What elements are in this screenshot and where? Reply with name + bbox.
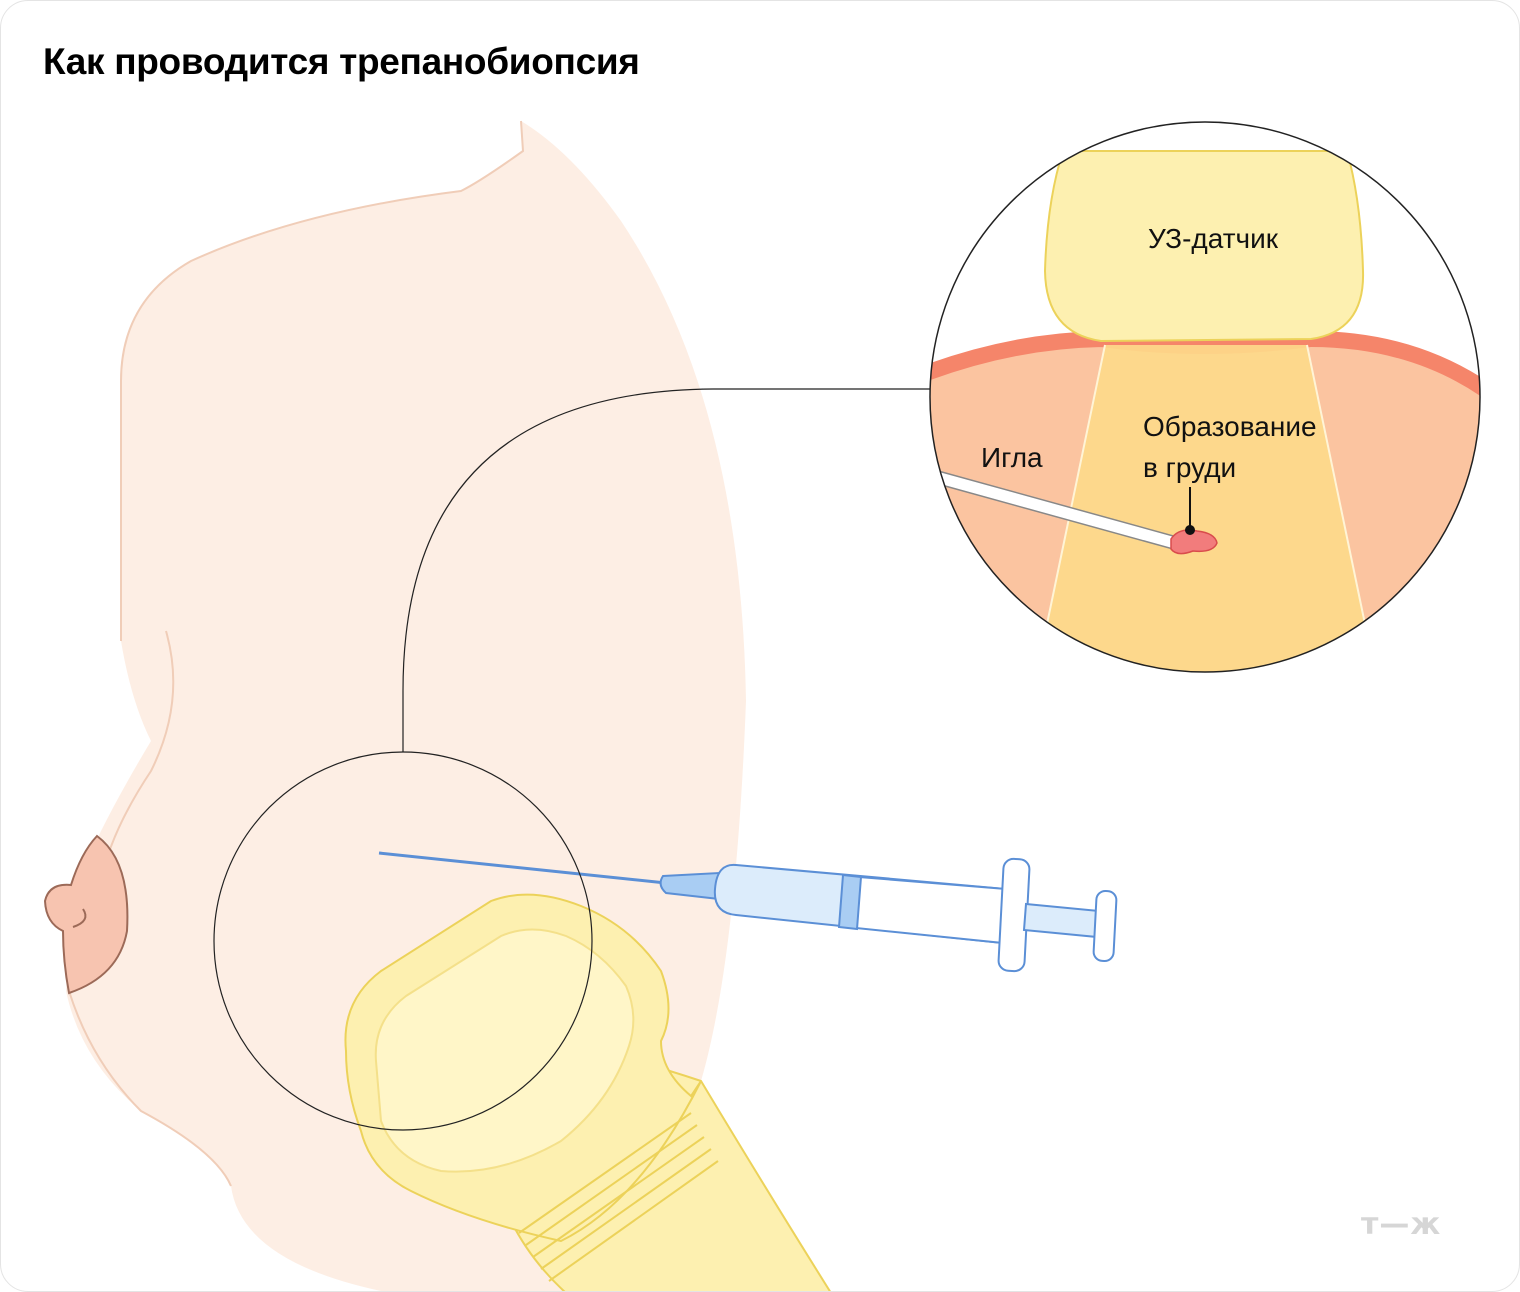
probe-face	[1043, 150, 1365, 343]
probe-label: УЗ-датчик	[1148, 223, 1279, 254]
neck-contour	[120, 120, 525, 641]
zoom-detail: УЗ-датчик Игла Образование в груди	[929, 121, 1481, 673]
page-title: Как проводится трепанобиопсия	[43, 41, 640, 82]
ultrasound-beam	[1031, 345, 1381, 672]
needle-label: Игла	[981, 442, 1043, 473]
ultrasound-probe-icon	[344, 893, 831, 1291]
syringe-clear-segment	[854, 875, 1008, 945]
connector-line	[402, 388, 932, 752]
lesion-label-line2: в груди	[1143, 452, 1236, 483]
syringe-tip	[659, 871, 720, 901]
lesion-dot	[1185, 525, 1195, 535]
lesion-label-line1: Образование	[1143, 411, 1317, 442]
brand-logo: т—ж	[1361, 1207, 1441, 1242]
syringe-plunger-cap	[1092, 889, 1118, 963]
probe-grip-lines	[518, 1112, 719, 1282]
breast-underline	[68, 990, 232, 1187]
syringe-ring	[837, 873, 863, 931]
probe-inner-panel	[374, 928, 635, 1173]
needle-line	[378, 851, 667, 885]
syringe-icon	[378, 851, 1118, 973]
syringe-plunger-rod	[1022, 902, 1101, 939]
nipple-detail	[72, 908, 87, 928]
